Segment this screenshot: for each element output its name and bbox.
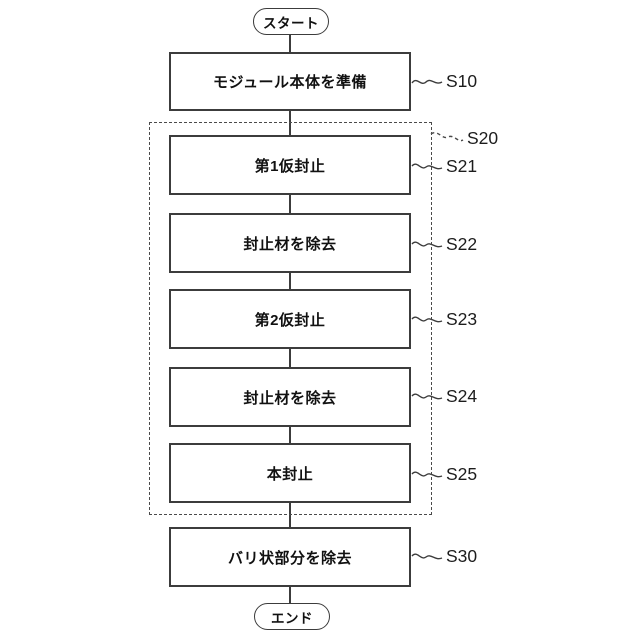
step-box-s21: 第1仮封止 [169, 135, 411, 195]
leader-squiggle-icon [411, 552, 443, 559]
ref-s22: S22 [411, 234, 477, 255]
ref-s23: S23 [411, 309, 477, 330]
step-label-s22: 封止材を除去 [243, 235, 337, 253]
step-label-s10: モジュール本体を準備 [213, 74, 367, 91]
step-label-s24: 封止材を除去 [243, 389, 337, 407]
leader-squiggle-icon [411, 79, 443, 84]
ref-s21: S21 [411, 156, 477, 177]
step-box-s10: モジュール本体を準備 [169, 52, 411, 111]
ref-label-s21: S21 [446, 156, 478, 176]
start-terminal: スタート [253, 8, 329, 35]
leader-squiggle-icon [411, 315, 443, 322]
leader-squiggle-icon [411, 392, 443, 399]
leader-squiggle-icon [411, 240, 443, 247]
leader-squiggle-icon [411, 470, 443, 477]
step-label-s25: 本封止 [266, 465, 314, 483]
step-box-s22: 封止材を除去 [169, 213, 411, 273]
start-terminal-label: スタート [263, 15, 319, 31]
end-terminal: エンド [254, 603, 330, 630]
ref-label-s10: S10 [446, 71, 478, 91]
leader-squiggle-dashed-icon [430, 132, 464, 142]
ref-label-s24: S24 [446, 386, 478, 406]
ref-label-s30: S30 [446, 546, 478, 566]
step-label-s21: 第1仮封止 [254, 157, 326, 175]
step-box-s24: 封止材を除去 [169, 367, 411, 427]
ref-s30: S30 [411, 546, 477, 567]
end-terminal-label: エンド [271, 610, 313, 626]
ref-s10: S10 [411, 71, 477, 92]
step-label-s30: バリ状部分を除去 [227, 549, 352, 567]
ref-s24: S24 [411, 386, 477, 407]
leader-squiggle-icon [411, 162, 443, 169]
ref-s25: S25 [411, 464, 477, 485]
step-box-s23: 第2仮封止 [169, 289, 411, 349]
ref-s20: S20 [430, 127, 498, 149]
step-label-s23: 第2仮封止 [254, 311, 326, 329]
ref-label-s20: S20 [467, 127, 499, 148]
ref-label-s22: S22 [446, 234, 478, 254]
ref-label-s23: S23 [446, 309, 478, 329]
step-box-s30: バリ状部分を除去 [169, 527, 411, 587]
step-box-s25: 本封止 [169, 443, 411, 503]
ref-label-s25: S25 [446, 464, 478, 484]
